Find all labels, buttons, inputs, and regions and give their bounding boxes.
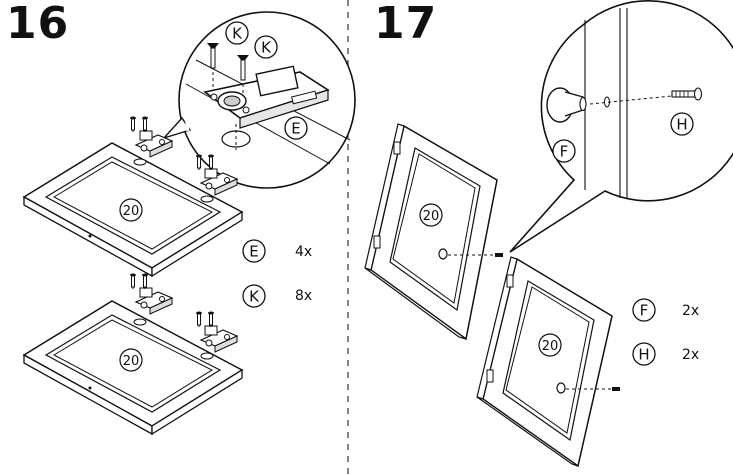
screw-icon [129, 116, 137, 135]
screw-icon [195, 311, 203, 330]
screw-icon [129, 273, 137, 292]
parts-legend-k: K 8x [242, 284, 312, 308]
parts-legend-e: E 4x [242, 239, 312, 263]
panel-label-text-upper: 20 [423, 209, 440, 224]
legend-k-letter: K [249, 288, 260, 306]
screw-icon [495, 253, 503, 257]
legend-e-letter: E [249, 243, 258, 261]
callout-k-1-label: K [232, 25, 243, 43]
parts-legend-f: F 2x [632, 298, 699, 322]
callout-e-label: E [291, 120, 300, 138]
panel-label-20-top: 20 [119, 198, 143, 222]
step-16-number: 16 [6, 0, 70, 49]
panel-label-20-bottom: 20 [119, 348, 143, 372]
legend-f-letter: F [640, 302, 649, 320]
hinge-side-icon [373, 141, 401, 249]
screw-icon [612, 387, 620, 391]
callout-f: F [552, 139, 576, 163]
callout-k-2-label: K [261, 39, 272, 57]
legend-f-qty: 2x [682, 303, 699, 319]
callout-h: H [670, 112, 694, 136]
legend-h-qty: 2x [682, 347, 699, 363]
panel-label-text-bottom: 20 [123, 354, 140, 369]
knob-icon [438, 248, 448, 260]
screw-k-detail-2-icon [237, 55, 249, 96]
step-17-number: 17 [374, 0, 438, 49]
callout-e: E [284, 116, 308, 140]
hinge-side-icon [486, 274, 514, 383]
callout-k-1: K [225, 21, 249, 45]
door-panel-upright-lower [476, 256, 613, 468]
door-panel-upright-upper [364, 123, 498, 341]
screw-k-detail-1-icon [207, 43, 219, 88]
knob-icon [556, 382, 566, 394]
panel-label-20-lower: 20 [538, 333, 562, 357]
legend-e-qty: 4x [295, 244, 312, 260]
knob-detail-circle [509, 0, 733, 253]
hinge-bottom-left-icon [135, 287, 173, 315]
callout-h-label: H [676, 116, 687, 134]
callout-f-label: F [560, 143, 569, 161]
knob-f-icon [546, 87, 587, 123]
legend-h-letter: H [638, 346, 649, 364]
callout-k-2: K [254, 35, 278, 59]
parts-legend-h: H 2x [632, 342, 699, 366]
panel-label-text-top: 20 [123, 204, 140, 219]
hinge-bottom-right-icon [200, 325, 238, 353]
panel-label-text-lower: 20 [542, 339, 559, 354]
screw-h-detail-icon [671, 87, 703, 101]
panel-label-20-upper: 20 [419, 203, 443, 227]
hinge-detail-circle [161, 11, 356, 189]
legend-k-qty: 8x [295, 288, 312, 304]
